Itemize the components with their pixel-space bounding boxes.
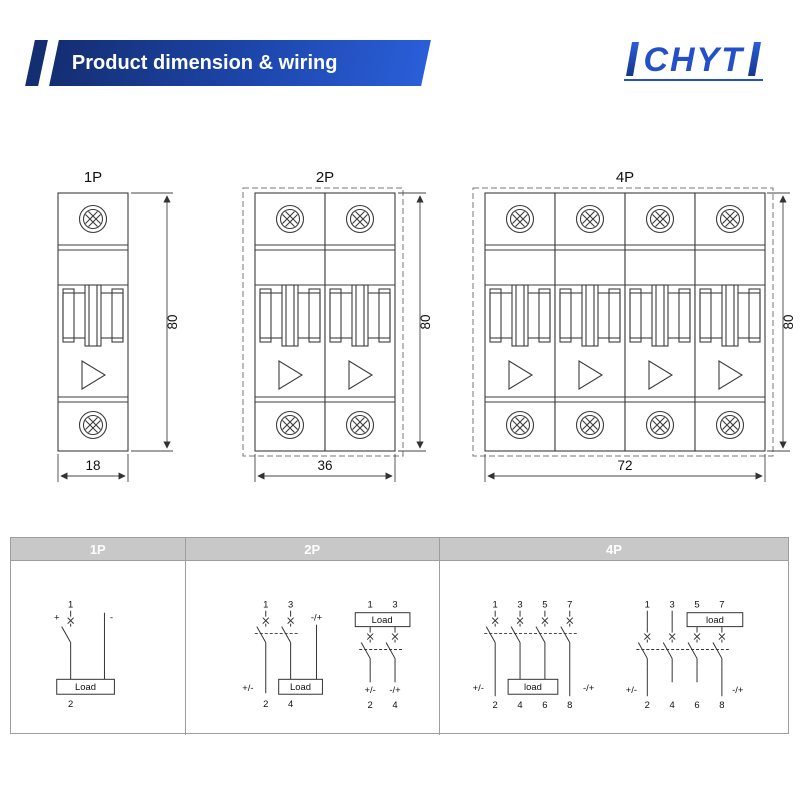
polarity-label: -/+ — [583, 683, 595, 694]
breaker-module — [58, 193, 128, 451]
polarity-label: + — [54, 613, 60, 624]
wiring-table-body: 1 + - Load 2 — [11, 561, 788, 735]
breaker-module — [625, 193, 695, 451]
wiring-table-header: 1P 2P 4P — [11, 538, 788, 561]
load-box — [56, 678, 115, 695]
page-title: Product dimension & wiring — [72, 51, 338, 74]
width-dimension-label: 36 — [317, 458, 332, 473]
terminal-label: 2 — [68, 699, 73, 710]
width-dimension-label: 18 — [85, 458, 100, 473]
terminal-label: 3 — [288, 600, 293, 611]
breaker-4p-body — [485, 193, 765, 451]
load-box — [277, 678, 323, 695]
breaker-4p-label: 4P — [616, 169, 634, 186]
polarity-label: -/+ — [389, 685, 401, 696]
wiring-2p-diagrams: 1 3 -/+ Load +/- 2 4 — [242, 600, 410, 711]
dimension-drawings: 1P 80 18 2P — [0, 169, 796, 482]
terminal-label: 4 — [392, 700, 397, 711]
breaker-4p-envelope — [472, 187, 774, 457]
load-box-label: Load — [290, 682, 311, 693]
height-dimension-label: 80 — [781, 314, 796, 329]
wiring-1p-diagram: 1 + - Load 2 — [54, 600, 115, 710]
brand-logo: CHYT — [624, 40, 763, 81]
terminal-label: 1 — [367, 600, 372, 611]
wiring-2p-bottom-load: 1 3 -/+ Load +/- 2 4 — [242, 600, 323, 710]
terminal-label: 8 — [719, 700, 724, 711]
wiring-header-2p: 2P — [186, 538, 440, 560]
terminal-label: 7 — [719, 600, 724, 611]
breaker-1p-label: 1P — [84, 169, 102, 186]
polarity-label: +/- — [473, 683, 484, 694]
polarity-label: +/- — [364, 685, 375, 696]
terminal-label: 1 — [68, 600, 73, 611]
breaker-2p-envelope — [242, 187, 404, 457]
terminal-label: 4 — [669, 700, 674, 711]
breaker-1p-body — [58, 193, 128, 451]
terminal-label: 2 — [367, 700, 372, 711]
breaker-4p-drawing: 4P 80 72 — [472, 169, 796, 482]
width-dimension-label: 72 — [617, 458, 632, 473]
terminal-label: 6 — [694, 700, 699, 711]
breaker-1p-dimension-lines — [57, 192, 173, 482]
polarity-label: - — [110, 613, 113, 624]
load-box-label: load — [706, 615, 724, 626]
terminal-label: 1 — [263, 600, 268, 611]
breaker-module — [325, 193, 395, 451]
terminal-label: 4 — [517, 700, 522, 711]
wiring-cell-4p: 1 3 5 7 load +/- -/+ 2 4 6 8 — [440, 561, 788, 735]
breaker-2p-body — [255, 193, 395, 451]
breaker-module — [555, 193, 625, 451]
breaker-2p-label: 2P — [316, 169, 334, 186]
wiring-1p-lines — [56, 610, 115, 695]
polarity-label: +/- — [242, 683, 253, 694]
header-accent-bar — [25, 40, 48, 86]
load-box-label: Load — [75, 682, 96, 693]
wiring-table: 1P 2P 4P 1 + - Load 2 — [10, 537, 789, 735]
logo-left-bar-icon — [626, 42, 640, 76]
terminal-label: 6 — [542, 700, 547, 711]
header-banner: Product dimension & wiring — [49, 40, 431, 86]
breaker-2p-dimension-lines — [254, 192, 426, 482]
terminal-label: 8 — [567, 700, 572, 711]
wiring-header-1p: 1P — [11, 538, 186, 560]
wiring-4p-bottom-load: 1 3 5 7 load +/- -/+ 2 4 6 8 — [473, 600, 595, 711]
wiring-cell-1p: 1 + - Load 2 — [11, 561, 186, 735]
breaker-1p-drawing: 1P 80 18 — [58, 169, 180, 482]
terminal-label: 2 — [645, 700, 650, 711]
terminal-label: 3 — [669, 600, 674, 611]
wiring-4p-diagrams: 1 3 5 7 load +/- -/+ 2 4 6 8 — [473, 600, 744, 711]
height-dimension-label: 80 — [418, 314, 433, 329]
wiring-4p-top-load: 1 3 5 7 load +/- -/+ 2 4 6 8 — [626, 600, 744, 711]
terminal-label: 3 — [392, 600, 397, 611]
load-box — [686, 612, 744, 628]
wiring-cell-2p: 1 3 -/+ Load +/- 2 4 — [186, 561, 440, 735]
breaker-module — [695, 193, 765, 451]
terminal-label: 7 — [567, 600, 572, 611]
terminal-label: 1 — [492, 600, 497, 611]
height-dimension-label: 80 — [165, 314, 180, 329]
logo-text: CHYT — [643, 40, 744, 79]
terminal-label: 5 — [542, 600, 547, 611]
polarity-label: -/+ — [310, 613, 322, 624]
load-box-label: Load — [371, 615, 392, 626]
terminal-label: 2 — [492, 700, 497, 711]
terminal-label: 5 — [694, 600, 699, 611]
breaker-module — [485, 193, 555, 451]
terminal-label: 2 — [263, 699, 268, 710]
polarity-label: -/+ — [732, 685, 744, 696]
terminal-label: 3 — [517, 600, 522, 611]
logo-underline — [624, 79, 763, 81]
load-box-label: load — [524, 682, 542, 693]
load-box — [354, 612, 410, 628]
terminal-label: 1 — [645, 600, 650, 611]
load-box — [507, 678, 559, 695]
polarity-label: +/- — [626, 685, 637, 696]
terminal-label: 4 — [288, 699, 293, 710]
breaker-2p-drawing: 2P 80 36 — [242, 169, 433, 482]
breaker-module — [255, 193, 325, 451]
wiring-header-4p: 4P — [605, 541, 622, 557]
logo-right-bar-icon — [748, 42, 761, 76]
breaker-4p-dimension-lines — [484, 192, 790, 482]
wiring-2p-top-load: 1 3 Load +/- -/+ 2 4 — [354, 600, 410, 711]
